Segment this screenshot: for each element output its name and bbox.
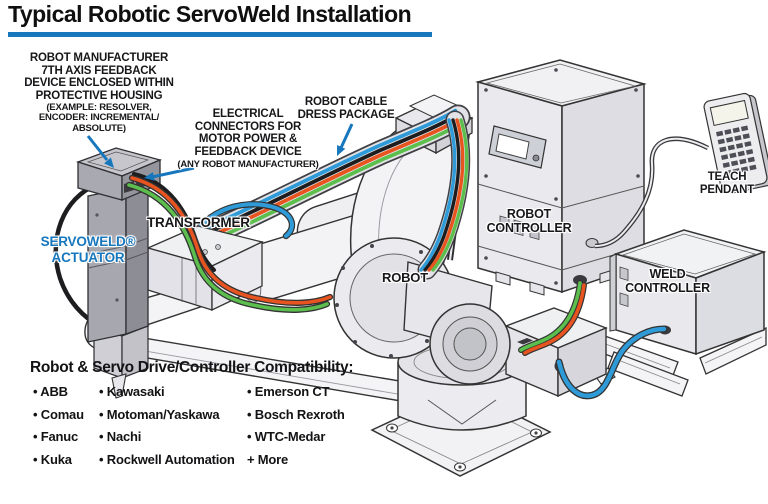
cable-blue-loop [184, 201, 296, 252]
dress-cable-orange [169, 117, 461, 256]
controller-display-panel [488, 125, 547, 169]
pendant-keypad [715, 125, 757, 176]
label-servoweld-actuator: SERVOWELD® ACTUATOR [40, 234, 136, 265]
robot-arm [333, 94, 511, 385]
list-item: • Comau [33, 406, 84, 422]
arrow-electrical-connectors [144, 166, 195, 181]
base-junction-box [504, 307, 608, 398]
arrow-protective-housing [86, 135, 114, 168]
cable-dress-package [157, 104, 471, 280]
list-item: • ABB [33, 384, 68, 399]
label-robot-controller: ROBOT CONTROLLER [486, 207, 572, 235]
transformer-box [146, 225, 264, 312]
list-item: • Motoman/Yaskawa [99, 406, 220, 422]
power-cable-green [519, 281, 582, 352]
teach-pendant [594, 92, 768, 249]
arm-cable-orange [427, 118, 465, 272]
arm-cable-blue [419, 118, 457, 272]
weld-cable-blue [556, 326, 667, 398]
compatibility-column-2: • Kawasaki • Motoman/Yaskawa • Nachi • R… [99, 381, 235, 471]
label-teach-pendant: TEACH PENDANT [699, 171, 755, 196]
compatibility-heading: Robot & Servo Drive/Controller Compatibi… [30, 359, 354, 376]
label-dress-package: ROBOT CABLE DRESS PACKAGE [297, 96, 395, 121]
list-item: • Nachi [99, 429, 142, 444]
label-feedback-device: ROBOT MANUFACTURER 7TH AXIS FEEDBACK DEV… [24, 52, 174, 102]
list-item: • WTC-Medar [247, 429, 326, 444]
servoweld-actuator [75, 147, 162, 399]
list-item: • Bosch Rexroth [247, 406, 345, 422]
power-cable-orange [523, 283, 586, 355]
label-weld-controller: WELD CONTROLLER [625, 267, 710, 295]
arm-cable-black [423, 118, 461, 272]
weld-cable [555, 325, 668, 400]
list-item: • Emerson CT [247, 384, 330, 399]
list-item: • Kuka [33, 451, 72, 467]
compatibility-column-3: • Emerson CT • Bosch Rexroth • WTC-Medar… [247, 381, 345, 471]
label-robot: ROBOT [382, 270, 428, 285]
joint-motor [429, 303, 511, 385]
compatibility-column-1: • ABB • Comau • Fanuc • Kuka [33, 381, 84, 471]
list-item: • Kawasaki [99, 384, 165, 399]
label-electrical-connectors: ELECTRICAL CONNECTORS FOR MOTOR POWER & … [194, 108, 302, 158]
controller-to-robot-cables [518, 280, 587, 356]
cable-black-loop [53, 181, 103, 329]
title-underline [8, 32, 432, 37]
arrow-dress-package [337, 123, 354, 156]
label-feedback-device-note: (EXAMPLE: RESOLVER, ENCODER: INCREMENTAL… [38, 102, 160, 134]
cabinet-bolts [484, 68, 640, 285]
actuator-cable-orange [130, 176, 332, 305]
list-item: • Rockwell Automation [99, 451, 235, 467]
arm-cable-green [431, 118, 469, 272]
label-transformer: TRANSFORMER [147, 215, 250, 230]
dress-cable-black [167, 113, 459, 252]
actuator-cable-green [127, 183, 329, 312]
page-title: Typical Robotic ServoWeld Installation [8, 1, 412, 27]
pendant-screen [709, 99, 749, 127]
label-electrical-connectors-note: (ANY ROBOT MANUFACTURER) [177, 159, 319, 170]
list-item: • Fanuc [33, 429, 79, 444]
robot-controller-cabinet [475, 59, 647, 296]
actuator-cables [125, 172, 334, 313]
list-item: + More [247, 451, 289, 467]
callout-arrows [86, 123, 354, 181]
dress-cable-blue [165, 108, 458, 248]
